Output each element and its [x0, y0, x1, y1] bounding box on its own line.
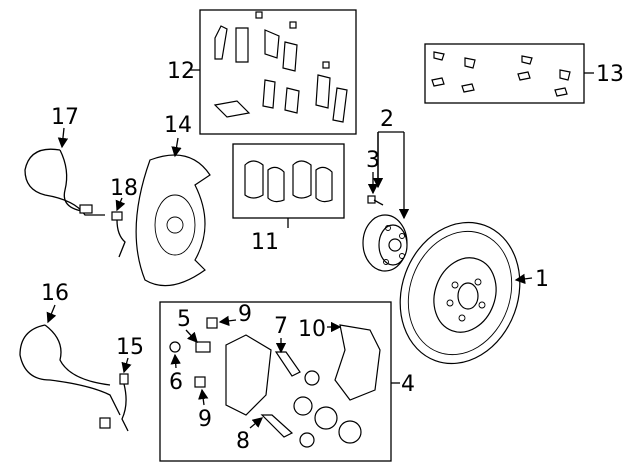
abs-harness-lower[interactable] [19, 324, 121, 429]
callout-13: 13 [596, 62, 624, 87]
abs-sensor-15[interactable] [119, 373, 129, 432]
hub-bolt[interactable] [367, 195, 384, 206]
callout-11: 11 [251, 230, 279, 255]
pad-hardware-kit-box[interactable] [199, 9, 357, 135]
callout-1: 1 [535, 267, 549, 292]
clip-kit-box[interactable] [424, 43, 585, 104]
dust-shield[interactable] [135, 154, 211, 287]
callout-15: 15 [116, 335, 144, 360]
callout-4: 4 [401, 372, 415, 397]
wheel-hub[interactable] [362, 214, 408, 272]
brake-pad-set-box[interactable] [232, 143, 345, 219]
brake-rotor[interactable] [381, 206, 539, 381]
callout-12: 12 [167, 59, 195, 84]
callout-17: 17 [51, 105, 79, 130]
callout-14: 14 [164, 113, 192, 138]
callout-7: 7 [274, 314, 288, 339]
callout-8: 8 [236, 429, 250, 454]
callout-3: 3 [366, 148, 380, 173]
callout-10: 10 [298, 317, 326, 342]
abs-sensor-18[interactable] [111, 211, 126, 258]
callout-9-upper: 9 [238, 302, 252, 327]
callout-18: 18 [110, 176, 138, 201]
callout-9-lower: 9 [198, 407, 212, 432]
leader-lines [46, 127, 533, 429]
abs-harness-upper[interactable] [24, 148, 105, 216]
callout-2: 2 [380, 107, 394, 132]
callout-6: 6 [169, 370, 183, 395]
callout-5: 5 [177, 307, 191, 332]
caliper-assembly-box[interactable] [159, 301, 392, 462]
callout-16: 16 [41, 281, 69, 306]
